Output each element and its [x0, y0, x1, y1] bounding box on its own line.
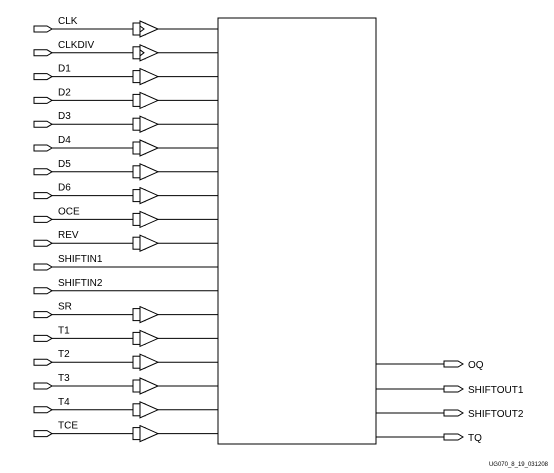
- input-shiftin2: SHIFTIN2: [33, 278, 218, 295]
- clock-marker-icon: [139, 25, 145, 33]
- input-label-clkdiv: CLKDIV: [58, 40, 94, 51]
- input-t3: T3: [33, 373, 218, 395]
- input-pin-icon: [33, 96, 53, 104]
- clock-marker-icon: [139, 49, 145, 57]
- input-pin-icon: [33, 334, 53, 342]
- input-d5: D5: [33, 159, 218, 181]
- output-label-oq: OQ: [468, 360, 484, 371]
- output-shiftout1: SHIFTOUT1: [376, 385, 524, 396]
- input-label-d3: D3: [58, 111, 71, 122]
- buffer-triangle-icon: [139, 210, 160, 229]
- input-d3: D3: [33, 111, 218, 133]
- input-pin-icon: [33, 406, 53, 414]
- buffer-triangle-icon: [139, 305, 160, 324]
- input-label-t4: T4: [58, 397, 70, 408]
- input-label-sr: SR: [58, 302, 72, 313]
- buffer-triangle-icon: [139, 91, 160, 110]
- buffer-triangle-icon: [139, 163, 160, 181]
- input-label-clk: CLK: [58, 16, 78, 27]
- input-label-shiftin1: SHIFTIN1: [58, 254, 103, 265]
- input-pin-icon: [33, 49, 53, 57]
- buffer-triangle-icon: [139, 401, 160, 419]
- input-pin-icon: [33, 382, 53, 390]
- input-t2: T2: [33, 349, 218, 371]
- input-label-t1: T1: [58, 325, 70, 336]
- input-label-rev: REV: [58, 230, 79, 241]
- buffer-triangle-icon: [139, 353, 160, 371]
- input-d4: D4: [33, 135, 218, 157]
- input-d6: D6: [33, 183, 218, 205]
- input-pin-icon: [33, 430, 53, 438]
- buffer-triangle-icon: [139, 44, 160, 62]
- input-label-d1: D1: [58, 64, 71, 75]
- buffer-triangle-icon: [139, 234, 160, 252]
- input-pin-icon: [33, 358, 53, 366]
- input-label-oce: OCE: [58, 206, 80, 217]
- output-label-tq: TQ: [468, 433, 482, 444]
- input-label-shiftin2: SHIFTIN2: [58, 278, 103, 289]
- input-t4: T4: [33, 397, 218, 419]
- buffer-triangle-icon: [139, 186, 160, 205]
- input-pin-icon: [33, 239, 53, 247]
- buffer-triangle-icon: [139, 377, 160, 395]
- buffer-triangle-icon: [139, 424, 160, 443]
- input-pin-icon: [33, 215, 53, 223]
- input-sr: SR: [33, 302, 218, 324]
- input-pin-icon: [33, 168, 53, 176]
- buffer-triangle-icon: [139, 20, 160, 38]
- output-oq: OQ: [376, 360, 484, 371]
- output-shiftout2: SHIFTOUT2: [376, 409, 524, 420]
- figure-id: UG070_8_19_031208: [489, 462, 549, 468]
- input-pin-icon: [33, 25, 53, 33]
- input-clk: CLK: [33, 16, 218, 38]
- input-d1: D1: [33, 64, 218, 86]
- input-label-d6: D6: [58, 183, 71, 194]
- input-pin-icon: [33, 287, 53, 295]
- output-pin-icon: [443, 360, 464, 368]
- input-pin-icon: [33, 263, 53, 271]
- input-pin-icon: [33, 144, 53, 152]
- input-label-t3: T3: [58, 373, 70, 384]
- output-label-shiftout2: SHIFTOUT2: [468, 409, 524, 420]
- input-pin-icon: [33, 73, 53, 81]
- input-shiftin1: SHIFTIN1: [33, 254, 218, 271]
- output-pin-icon: [443, 409, 464, 417]
- output-pin-icon: [443, 433, 464, 441]
- input-pin-icon: [33, 120, 53, 128]
- primitive-block: [217, 17, 377, 445]
- input-label-d5: D5: [58, 159, 71, 170]
- buffer-triangle-icon: [139, 329, 160, 348]
- input-label-tce: TCE: [58, 421, 78, 432]
- input-rev: REV: [33, 230, 218, 252]
- input-d2: D2: [33, 87, 218, 110]
- input-label-t2: T2: [58, 349, 70, 360]
- input-clkdiv: CLKDIV: [33, 40, 218, 62]
- input-pin-icon: [33, 192, 53, 200]
- buffer-triangle-icon: [139, 139, 160, 157]
- input-t1: T1: [33, 325, 218, 348]
- input-pin-icon: [33, 311, 53, 319]
- input-tce: TCE: [33, 421, 218, 443]
- buffer-triangle-icon: [139, 67, 160, 86]
- buffer-triangle-icon: [139, 115, 160, 133]
- output-pin-icon: [443, 385, 464, 393]
- output-label-shiftout1: SHIFTOUT1: [468, 385, 524, 396]
- input-oce: OCE: [33, 206, 218, 229]
- input-label-d2: D2: [58, 87, 71, 98]
- input-label-d4: D4: [58, 135, 71, 146]
- output-tq: TQ: [376, 433, 482, 444]
